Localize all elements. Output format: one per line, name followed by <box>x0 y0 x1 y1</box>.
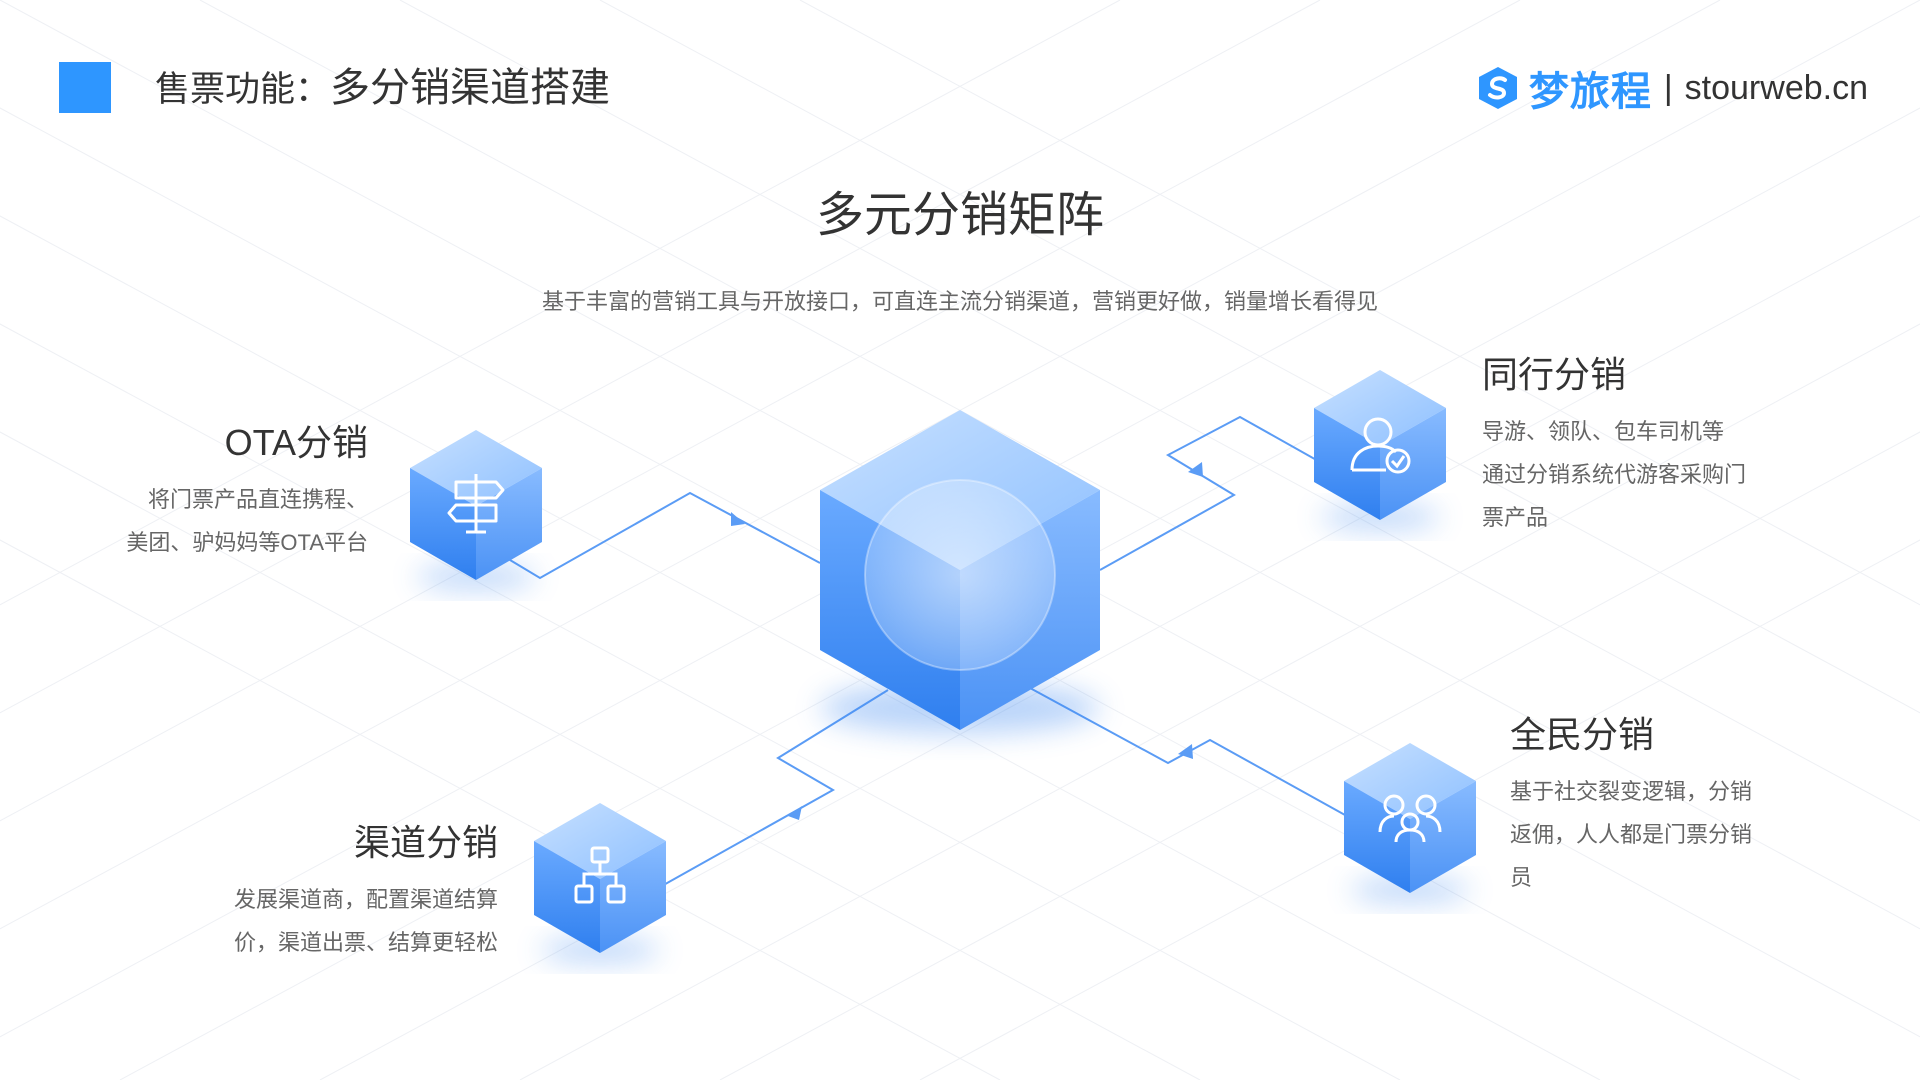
section-subtitle: 基于丰富的营销工具与开放接口，可直连主流分销渠道，营销更好做，销量增长看得见 <box>541 289 1378 314</box>
ota-desc-line-1: 将门票产品直连携程、 <box>147 487 368 512</box>
channel-desc-line-1: 发展渠道商，配置渠道结算 <box>233 887 498 912</box>
page-title-main: 多分销渠道搭建 <box>330 66 611 110</box>
ota-label: OTA分销 将门票产品直连携程、 美团、驴妈妈等OTA平台 <box>126 420 368 564</box>
peer-title: 同行分销 <box>1482 354 1627 395</box>
connector-channel <box>659 689 889 888</box>
network-hierarchy-icon <box>574 846 626 904</box>
public-cube <box>1344 743 1476 902</box>
ota-desc-line-2: 美团、驴妈妈等OTA平台 <box>126 530 368 555</box>
channel-label: 渠道分销 发展渠道商，配置渠道结算 价，渠道出票、结算更轻松 <box>234 820 498 964</box>
signpost-icon <box>447 474 505 534</box>
public-desc-line-2: 返佣，人人都是门票分销 <box>1510 822 1753 847</box>
ota-title: OTA分销 <box>224 422 368 463</box>
peer-desc-line-1: 导游、领队、包车司机等 <box>1482 419 1725 444</box>
channel-title: 渠道分销 <box>353 822 498 863</box>
peer-cube <box>1314 370 1446 529</box>
connector-ota <box>509 491 821 580</box>
connector-peer <box>1099 415 1321 571</box>
arrow-public <box>1178 744 1193 759</box>
connector-arrows <box>731 462 1203 820</box>
header-accent-square <box>59 62 111 113</box>
page-title-prefix: 售票功能： <box>155 70 331 109</box>
user-check-icon <box>1350 417 1411 474</box>
stourweb-logo-icon <box>1478 67 1517 109</box>
brand-logo: 梦旅程 | stourweb.cn <box>1475 60 1868 116</box>
arrow-peer <box>1188 462 1203 477</box>
peer-desc-line-3: 票产品 <box>1482 505 1549 530</box>
peer-label: 同行分销 导游、领队、包车司机等 通过分销系统代游客采购门 票产品 <box>1482 352 1746 539</box>
user-group-icon <box>1378 794 1442 843</box>
public-label: 全民分销 基于社交裂变逻辑，分销 返佣，人人都是门票分销 员 <box>1510 712 1752 899</box>
channel-desc-line-2: 价，渠道出票、结算更轻松 <box>233 930 498 955</box>
arrow-ota <box>731 512 745 526</box>
logo-chinese-name: 梦旅程 <box>1528 70 1652 114</box>
page-title: 售票功能：多分销渠道搭建 <box>155 58 610 120</box>
logo-separator: | <box>1663 68 1673 107</box>
channel-cube <box>534 803 666 962</box>
public-title: 全民分销 <box>1510 714 1655 755</box>
logo-domain: stourweb.cn <box>1684 68 1868 107</box>
central-cube <box>820 410 1100 734</box>
arrow-channel <box>788 806 802 820</box>
peer-desc-line-2: 通过分销系统代游客采购门 <box>1482 462 1747 487</box>
section-title: 多元分销矩阵 <box>815 189 1104 242</box>
ota-cube <box>410 430 542 589</box>
public-desc-line-1: 基于社交裂变逻辑，分销 <box>1510 779 1753 804</box>
public-desc-line-3: 员 <box>1510 865 1533 890</box>
